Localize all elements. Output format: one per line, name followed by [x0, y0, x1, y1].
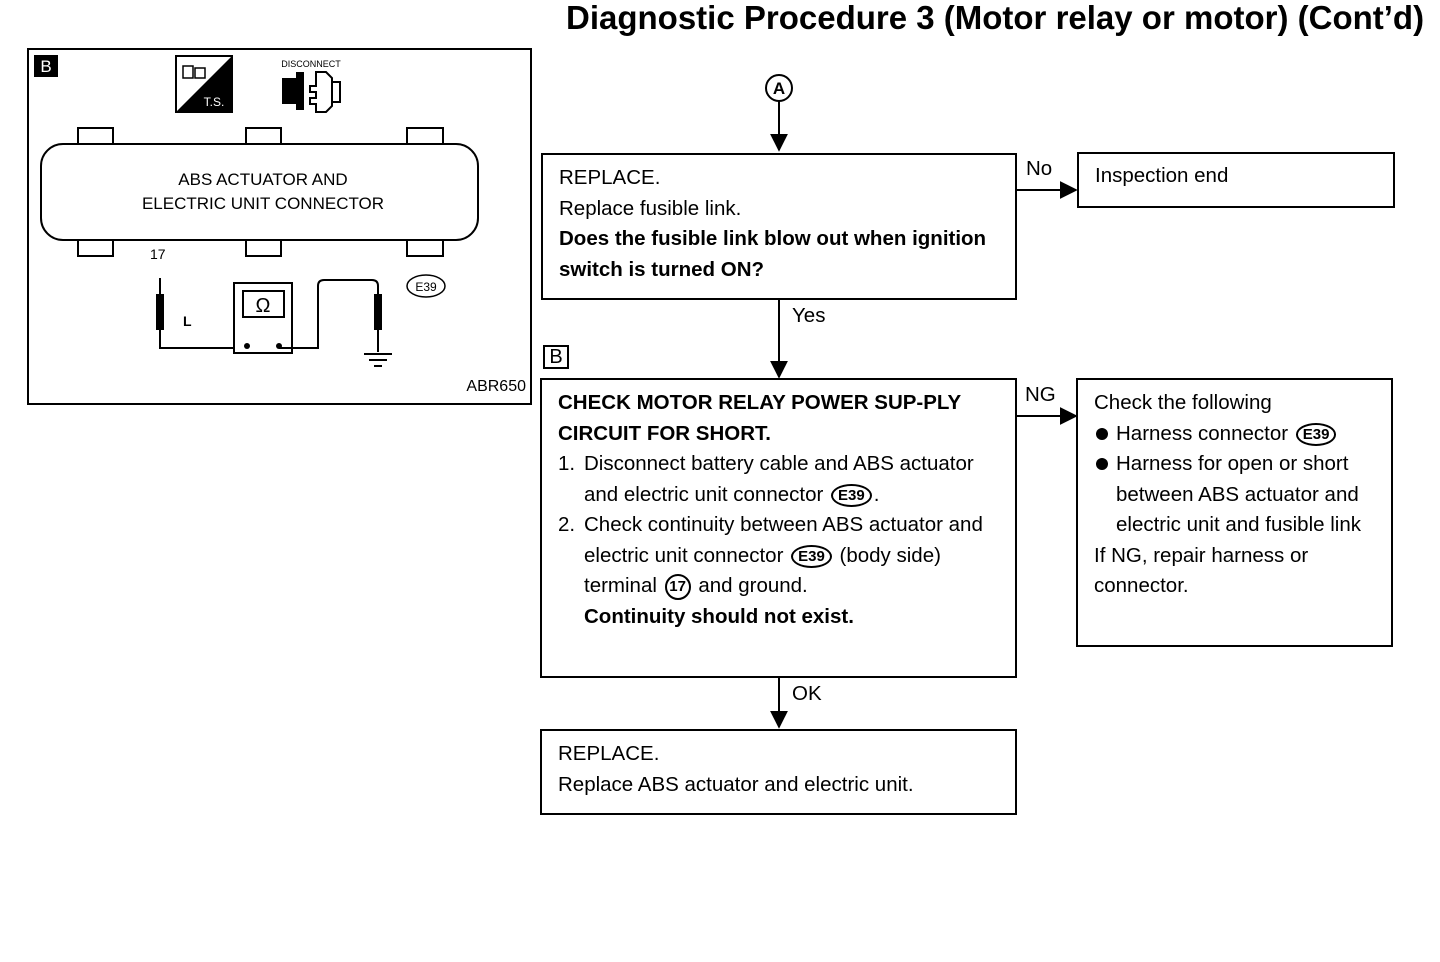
terminal-number: 17	[150, 246, 166, 262]
check-item-harness-connector: Harness connector E39	[1094, 419, 1381, 450]
disconnect-label: DISCONNECT	[281, 59, 341, 69]
connector-code-badge: E39	[791, 544, 832, 568]
repair-note: If NG, repair harness or connector.	[1094, 543, 1309, 598]
ground-icon	[364, 353, 392, 367]
check-heading: CHECK MOTOR RELAY POWER SUP-PLY CIRCUIT …	[558, 391, 961, 445]
connector-label-1: ABS ACTUATOR AND	[178, 170, 347, 189]
svg-text:B: B	[40, 57, 51, 76]
connector-code-badge: E39	[831, 483, 872, 507]
connector-a: A	[765, 74, 793, 102]
terminal-badge: 17	[664, 574, 691, 600]
replace-label: REPLACE.	[559, 166, 661, 189]
connector-label-2: ELECTRIC UNIT CONNECTOR	[142, 194, 384, 213]
replace-fusible-link-box: REPLACE. Replace fusible link. Does the …	[541, 153, 1017, 300]
check-step-1: 1. Disconnect battery cable and ABS actu…	[558, 452, 974, 507]
check-motor-relay-box: CHECK MOTOR RELAY POWER SUP-PLY CIRCUIT …	[540, 378, 1017, 678]
edge-label-yes: Yes	[792, 304, 826, 327]
replace-actuator-label: REPLACE.	[558, 742, 660, 765]
edge-label-ok: OK	[792, 682, 822, 705]
check-following-list: Harness connector E39 Harness for open o…	[1094, 419, 1381, 541]
left-probe	[156, 278, 246, 349]
ts-icon: T.S.	[175, 55, 233, 113]
check-item-harness-open-short: Harness for open or short between ABS ac…	[1094, 449, 1381, 541]
wire-color: L	[183, 313, 192, 329]
check-following-intro: Check the following	[1094, 391, 1272, 414]
ts-label: T.S.	[204, 95, 225, 109]
connector-figure: B T.S. DISCONNECT ABS ACTUATOR AND	[27, 48, 532, 405]
ohm-symbol: Ω	[256, 295, 271, 317]
ohmmeter-icon: Ω	[233, 282, 293, 354]
step-marker-b: B	[543, 345, 569, 369]
continuity-result: Continuity should not exist.	[584, 604, 854, 628]
connector-code: E39	[415, 280, 437, 294]
fusible-question: Does the fusible link blow out when igni…	[559, 227, 987, 281]
check-steps: 1. Disconnect battery cable and ABS actu…	[558, 449, 1003, 632]
connector-code-badge: E39	[1295, 422, 1337, 446]
connector-a-label: A	[773, 79, 785, 98]
replace-actuator-instruction: Replace ABS actuator and electric unit.	[558, 772, 914, 796]
disconnect-icon: DISCONNECT	[281, 59, 341, 113]
check-step-2: 2. Check continuity between ABS actuator…	[558, 510, 1003, 632]
figure-id: ABR650	[466, 378, 526, 395]
right-probe	[279, 279, 382, 352]
inspection-end-box: Inspection end	[1077, 152, 1395, 208]
check-following-box: Check the following Harness connector E3…	[1076, 378, 1393, 647]
replace-actuator-box: REPLACE. Replace ABS actuator and electr…	[540, 729, 1017, 815]
page-title: Diagnostic Procedure 3 (Motor relay or m…	[566, 0, 1425, 36]
figure-step-marker	[34, 55, 58, 77]
edge-label-ng: NG	[1025, 383, 1056, 406]
replace-instruction: Replace fusible link.	[559, 196, 742, 220]
connector-code-badge: E39	[406, 274, 446, 298]
inspection-end-label: Inspection end	[1095, 164, 1229, 187]
edge-label-no: No	[1026, 157, 1053, 180]
connector-body: ABS ACTUATOR AND ELECTRIC UNIT CONNECTOR	[40, 127, 479, 257]
